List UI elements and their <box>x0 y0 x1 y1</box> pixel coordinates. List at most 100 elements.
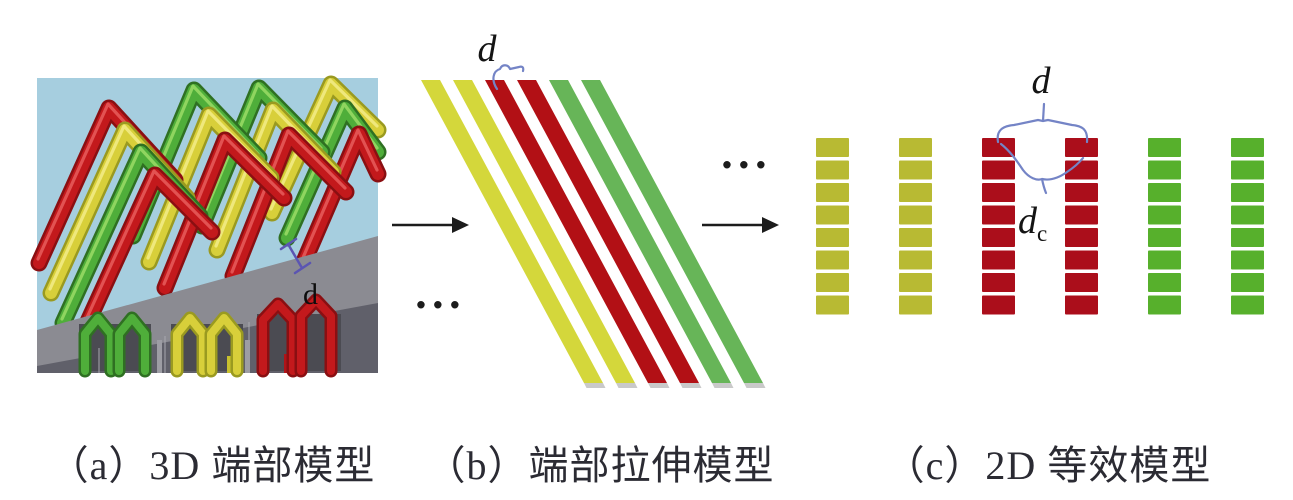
dimension-label-dc: dc <box>1018 200 1047 246</box>
winding-block <box>899 250 932 270</box>
winding-block <box>1231 160 1264 180</box>
winding-block <box>982 183 1015 202</box>
caption-panel-a: （a）3D 端部模型 <box>48 443 376 488</box>
winding-block <box>816 273 849 292</box>
dimension-brace-d-c <box>996 102 1089 144</box>
winding-bundle-highlight <box>300 128 379 262</box>
winding-block <box>816 205 849 225</box>
winding-block <box>1065 273 1098 292</box>
winding-block <box>899 205 932 225</box>
caption-panel-c: （c）2D 等效模型 <box>884 443 1212 488</box>
ellipsis-dots: ... <box>720 131 771 178</box>
winding-block <box>899 273 932 292</box>
stretched-bar-yellow <box>421 80 603 383</box>
winding-block <box>982 228 1015 247</box>
support-post <box>245 340 250 373</box>
stretched-bar-red <box>517 80 699 383</box>
hairpin-arch <box>259 300 297 375</box>
winding-block <box>816 183 849 202</box>
conductor-leg <box>227 356 232 373</box>
winding-block <box>899 138 932 157</box>
winding-bundle <box>159 134 290 294</box>
winding-block <box>1231 295 1264 315</box>
dc-subscript: c <box>1037 221 1047 246</box>
winding-block <box>816 160 849 180</box>
winding-block <box>1065 228 1098 247</box>
block-column-red <box>982 138 1015 315</box>
winding-block <box>1148 205 1181 225</box>
winding-block <box>982 138 1015 157</box>
winding-block <box>1065 205 1098 225</box>
winding-block <box>899 160 932 180</box>
winding-block <box>982 250 1015 270</box>
bar-end-cap <box>680 383 702 388</box>
winding-block <box>816 228 849 247</box>
dimension-marker-d <box>279 237 312 275</box>
bar-end-cap <box>616 383 638 388</box>
winding-block <box>1231 138 1264 157</box>
ellipsis-dots: ... <box>414 271 465 318</box>
block-column-green <box>1231 138 1264 315</box>
stretched-bar-green <box>549 80 731 383</box>
winding-block <box>899 295 932 315</box>
winding-block <box>1231 228 1264 247</box>
winding-bundle-highlight <box>269 78 379 211</box>
winding-bundle-highlight <box>72 169 213 348</box>
arrow-head <box>762 217 779 233</box>
winding-block <box>816 138 849 157</box>
bar-end-cap <box>648 383 670 388</box>
winding-block <box>982 273 1015 292</box>
support-post <box>157 340 162 373</box>
hairpin-arch <box>207 314 241 375</box>
dimension-curve-dc <box>999 142 1085 195</box>
arrow-right-icon <box>392 217 469 233</box>
winding-block <box>982 205 1015 225</box>
winding-block <box>816 250 849 270</box>
hairpin-arch <box>81 314 115 375</box>
hairpin-arch <box>115 314 149 375</box>
dimension-label-d: d <box>303 278 318 311</box>
winding-block <box>899 183 932 202</box>
dimension-label-d-c-top: d <box>1032 60 1052 102</box>
arrow-head <box>452 217 469 233</box>
stretched-bar-yellow <box>453 80 635 383</box>
winding-bundle <box>69 169 218 356</box>
winding-bundle <box>227 129 352 282</box>
stretched-bar-green <box>581 80 763 383</box>
winding-block <box>1148 138 1181 157</box>
winding-block <box>1231 183 1264 202</box>
winding-block <box>1148 183 1181 202</box>
hairpin-arches <box>78 293 338 378</box>
winding-bundle-highlight <box>230 129 347 274</box>
winding-bundle <box>266 78 384 219</box>
panel-a-3d-image: d <box>30 75 387 378</box>
winding-bundle-highlight <box>162 134 285 286</box>
panel-b-stretched-bars <box>421 80 766 388</box>
bar-end-cap <box>712 383 734 388</box>
winding-block <box>982 295 1015 315</box>
block-column-red <box>1065 138 1098 315</box>
dimension-brace-d-b <box>492 64 525 91</box>
winding-ridges <box>30 75 387 359</box>
dimension-label-d-b: d <box>478 28 498 70</box>
panel-c-block-columns <box>816 138 1264 315</box>
winding-block <box>1065 138 1098 157</box>
winding-block <box>899 228 932 247</box>
winding-block <box>1065 160 1098 180</box>
bar-end-cap <box>744 383 766 388</box>
winding-block <box>1148 273 1181 292</box>
arrow-right-icon <box>702 217 779 233</box>
winding-block <box>1148 295 1181 315</box>
winding-block <box>1065 250 1098 270</box>
winding-block <box>1231 205 1264 225</box>
winding-block <box>1231 250 1264 270</box>
winding-block <box>1065 183 1098 202</box>
winding-block <box>982 160 1015 180</box>
bar-end-cap <box>584 383 606 388</box>
winding-block <box>1148 160 1181 180</box>
stretched-bar-red <box>485 80 667 383</box>
winding-block <box>1148 228 1181 247</box>
block-column-yellow <box>899 138 932 315</box>
